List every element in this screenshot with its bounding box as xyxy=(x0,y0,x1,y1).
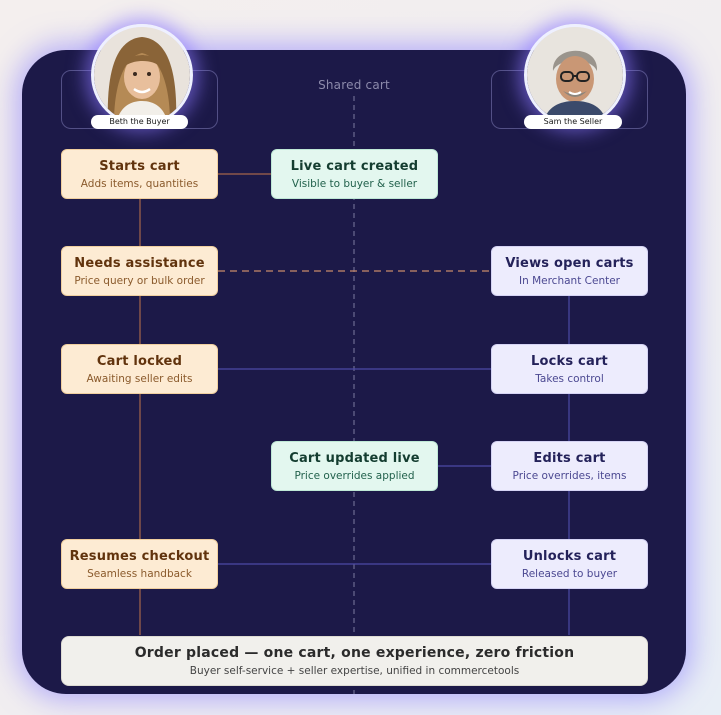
locks-cart-node: Locks cart Takes control xyxy=(491,344,648,394)
seller-name-pill: Sam the Seller xyxy=(524,115,622,129)
resumes-checkout-subtitle: Seamless handback xyxy=(87,567,192,580)
live-cart-created-subtitle: Visible to buyer & seller xyxy=(291,177,418,190)
edits-cart-node: Edits cart Price overrides, items xyxy=(491,441,648,491)
resumes-checkout-title: Resumes checkout xyxy=(69,548,210,564)
cart-updated-live-subtitle: Price overrides applied xyxy=(294,469,415,482)
cart-updated-live-title: Cart updated live xyxy=(289,450,420,466)
starts-cart-node: Starts cart Adds items, quantities xyxy=(61,149,218,199)
order-placed-node: Order placed — one cart, one experience,… xyxy=(61,636,648,686)
unlocks-cart-title: Unlocks cart xyxy=(522,548,617,564)
order-placed-title: Order placed — one cart, one experience,… xyxy=(134,644,575,661)
views-open-carts-title: Views open carts xyxy=(505,255,634,271)
buyer-avatar-icon xyxy=(91,24,193,126)
needs-assistance-subtitle: Price query or bulk order xyxy=(74,274,205,287)
cart-locked-title: Cart locked xyxy=(96,353,183,369)
needs-assistance-title: Needs assistance xyxy=(74,255,205,271)
order-placed-subtitle: Buyer self-service + seller expertise, u… xyxy=(189,664,520,677)
starts-cart-title: Starts cart xyxy=(99,158,180,174)
buyer-name-pill: Beth the Buyer xyxy=(91,115,188,129)
seller-avatar-icon xyxy=(524,24,626,126)
edits-cart-subtitle: Price overrides, items xyxy=(512,469,627,482)
resumes-checkout-node: Resumes checkout Seamless handback xyxy=(61,539,218,589)
locks-cart-title: Locks cart xyxy=(531,353,608,369)
cart-locked-subtitle: Awaiting seller edits xyxy=(86,372,193,385)
views-open-carts-node: Views open carts In Merchant Center xyxy=(491,246,648,296)
starts-cart-subtitle: Adds items, quantities xyxy=(80,177,199,190)
edits-cart-title: Edits cart xyxy=(533,450,606,466)
cart-locked-node: Cart locked Awaiting seller edits xyxy=(61,344,218,394)
views-open-carts-subtitle: In Merchant Center xyxy=(518,274,620,287)
live-cart-created-title: Live cart created xyxy=(290,158,419,174)
needs-assistance-node: Needs assistance Price query or bulk ord… xyxy=(61,246,218,296)
locks-cart-subtitle: Takes control xyxy=(535,372,604,385)
unlocks-cart-node: Unlocks cart Released to buyer xyxy=(491,539,648,589)
unlocks-cart-subtitle: Released to buyer xyxy=(521,567,618,580)
cart-updated-live-node: Cart updated live Price overrides applie… xyxy=(271,441,438,491)
live-cart-created-node: Live cart created Visible to buyer & sel… xyxy=(271,149,438,199)
shared-cart-lane-label: Shared cart xyxy=(318,78,390,92)
